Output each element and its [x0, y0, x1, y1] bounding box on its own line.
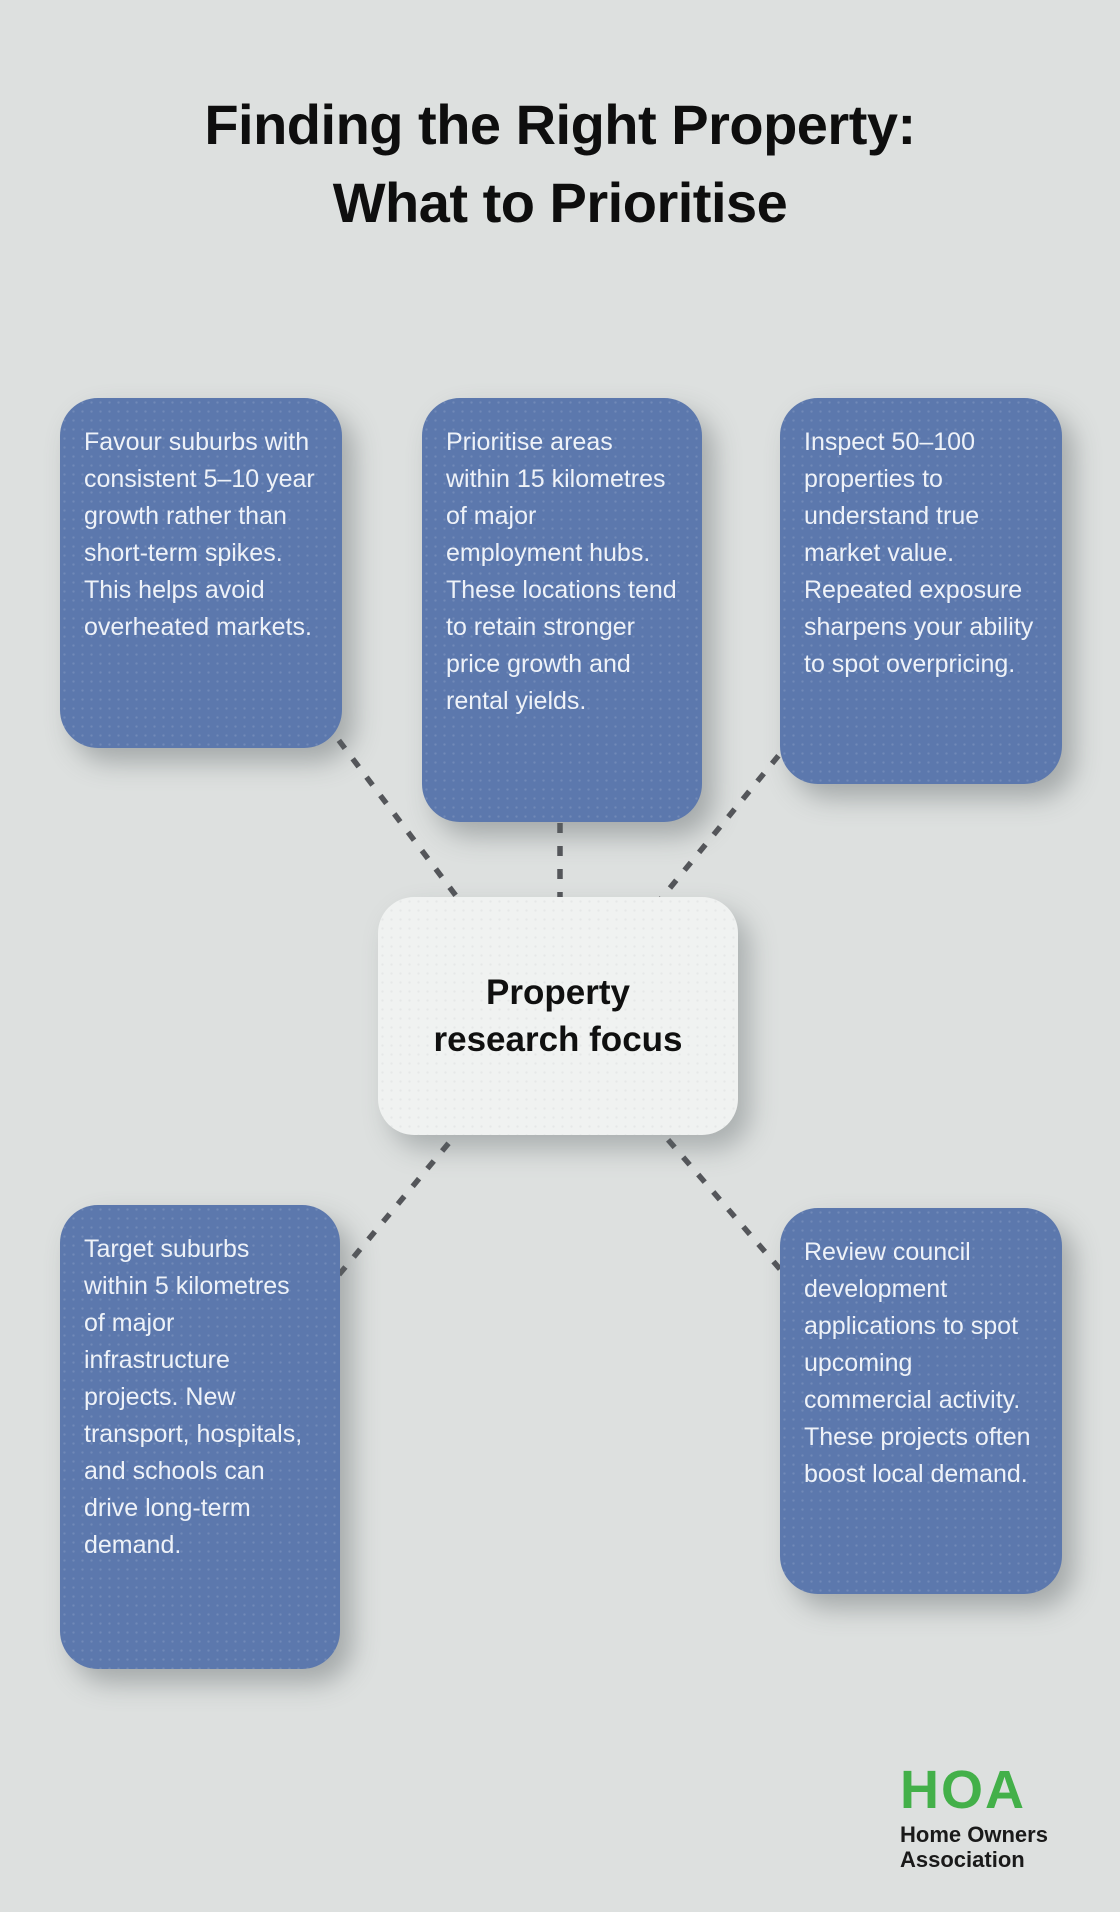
connector-top-left: [322, 720, 481, 927]
card-inspection-volume-text: Inspect 50–100 properties to understand …: [804, 428, 1034, 678]
card-council-applications-text: Review council development applications …: [804, 1238, 1031, 1488]
page-title-line1: Finding the Right Property:: [204, 93, 916, 156]
page-title: Finding the Right Property: What to Prio…: [0, 86, 1120, 242]
center-node-property-research-focus: Property research focus: [378, 897, 738, 1135]
card-employment-hubs: Prioritise areas within 15 kilometres of…: [422, 398, 702, 822]
page-title-line2: What to Prioritise: [332, 171, 788, 234]
card-growth-consistency: Favour suburbs with consistent 5–10 year…: [60, 398, 342, 748]
card-employment-hubs-text: Prioritise areas within 15 kilometres of…: [446, 428, 677, 715]
connector-top-right: [639, 736, 796, 924]
card-council-applications: Review council development applications …: [780, 1208, 1062, 1594]
hoa-logo-name-line2: Association: [900, 1847, 1025, 1872]
hoa-logo-acronym: HOA: [900, 1760, 1026, 1820]
card-growth-consistency-text: Favour suburbs with consistent 5–10 year…: [84, 428, 315, 641]
center-node-line2: research focus: [433, 1020, 683, 1059]
hoa-logo-name-line1: Home Owners: [900, 1822, 1048, 1847]
card-infrastructure-projects-text: Target suburbs within 5 kilometres of ma…: [84, 1235, 303, 1559]
card-infrastructure-projects: Target suburbs within 5 kilometres of ma…: [60, 1205, 340, 1669]
connector-bottom-right: [635, 1103, 795, 1285]
hoa-logo-name: Home Owners Association: [900, 1822, 1048, 1872]
center-node-line1: Property: [486, 973, 630, 1012]
card-inspection-volume: Inspect 50–100 properties to understand …: [780, 398, 1062, 784]
hoa-logo: HOA Home Owners Association: [900, 1760, 1048, 1872]
connector-bottom-left: [319, 1106, 481, 1297]
